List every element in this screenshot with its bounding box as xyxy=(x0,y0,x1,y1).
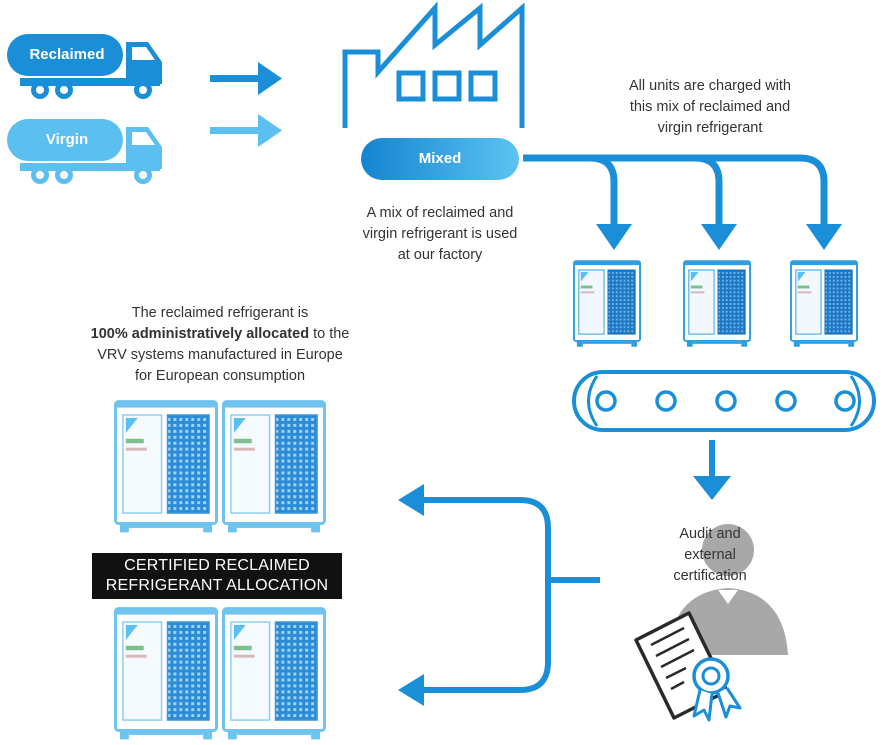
units-caption-line: this mix of reclaimed and xyxy=(629,99,791,115)
mixed-label: Mixed xyxy=(418,150,462,167)
vrv-unit-icon xyxy=(790,260,858,348)
allocation-caption-line: The reclaimed refrigerant is xyxy=(131,305,309,321)
factory-caption: A mix of reclaimed and virgin refrigeran… xyxy=(320,203,560,266)
units-caption: All units are charged with this mix of r… xyxy=(585,76,835,139)
reclaimed-to-factory-arrow xyxy=(210,62,282,95)
allocation-caption-line: 100% administratively allocated to the xyxy=(60,324,380,345)
units-caption-line: All units are charged with xyxy=(629,78,791,94)
virgin-truck-label: Virgin xyxy=(45,131,89,148)
factory-caption-line: A mix of reclaimed and xyxy=(366,205,514,221)
units-caption-line: virgin refrigerant xyxy=(657,120,763,136)
allocation-caption-line: for European consumption xyxy=(134,368,306,384)
factory-icon xyxy=(342,1,525,128)
cert-banner-line: CERTIFIED RECLAIMED xyxy=(124,557,310,574)
reclaimed-truck-label: Reclaimed xyxy=(29,46,105,63)
reclaimed-tanker-truck-icon xyxy=(7,34,162,99)
vrv-unit-icon xyxy=(222,607,326,741)
certificate-icon xyxy=(634,611,742,722)
audit-caption: Audit and external certification xyxy=(630,524,790,587)
allocation-caption: The reclaimed refrigerant is 100% admini… xyxy=(60,303,380,387)
allocation-return-arrows xyxy=(398,484,600,706)
conveyor-belt-icon xyxy=(572,370,876,432)
vrv-unit-icon xyxy=(573,260,641,348)
vrv-unit-icon xyxy=(222,400,326,534)
vrv-unit-icon xyxy=(114,400,218,534)
vrv-unit-icon xyxy=(683,260,751,348)
virgin-to-factory-arrow xyxy=(210,114,282,147)
audit-caption-line: Audit and xyxy=(679,526,741,542)
allocation-caption-bold: 100% administratively allocated xyxy=(90,326,310,342)
factory-caption-line: at our factory xyxy=(397,247,483,263)
conveyor-down-arrow xyxy=(693,440,731,500)
cert-banner-line: REFRIGERANT ALLOCATION xyxy=(105,577,329,594)
allocation-caption-line: VRV systems manufactured in Europe xyxy=(97,347,343,363)
vrv-unit-icon xyxy=(114,607,218,741)
audit-caption-line: external xyxy=(684,547,736,563)
distribution-arrowheads xyxy=(596,224,842,250)
virgin-tanker-truck-icon xyxy=(7,119,162,184)
certified-allocation-banner: CERTIFIED RECLAIMED REFRIGERANT ALLOCATI… xyxy=(92,553,342,599)
mixed-pill xyxy=(361,138,519,180)
distribution-pipe xyxy=(523,154,828,226)
allocation-caption-rest: to the xyxy=(309,326,350,342)
audit-caption-line: certification xyxy=(673,568,747,584)
factory-caption-line: virgin refrigerant is used xyxy=(362,226,518,242)
